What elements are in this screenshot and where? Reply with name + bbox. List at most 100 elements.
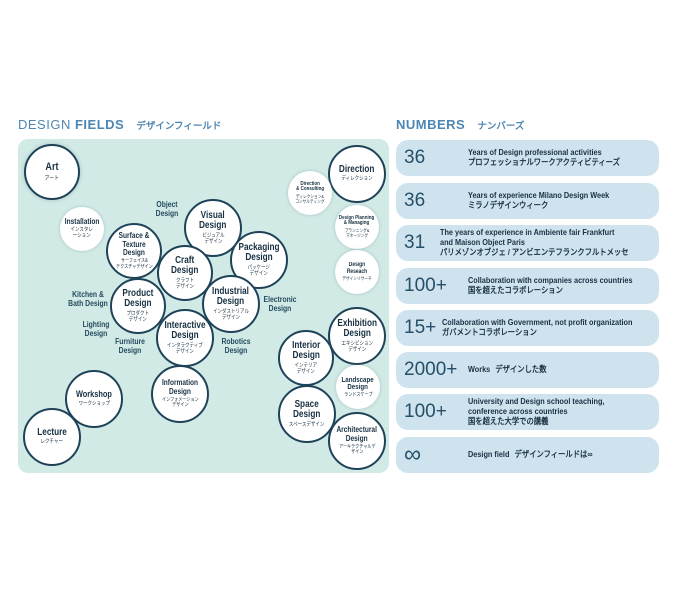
bubble-planning-en: Design Planning & Managing	[339, 214, 375, 227]
numbers-title: NUMBERS ナンバーズ	[396, 117, 524, 132]
numbers-row: 15+ Collaboration with Government, not p…	[396, 310, 659, 346]
numbers-row-value: ∞	[404, 441, 422, 468]
bubble-lecture[interactable]: Lecture レクチャー	[23, 408, 81, 466]
numbers-row: 100+ Collaboration with companies across…	[396, 268, 659, 304]
bubble-landscape-ja: ランドスケープ	[343, 392, 373, 399]
numbers-row-value: 100+	[404, 275, 447, 296]
bubble-installation[interactable]: Installation インスタレ ーション	[60, 207, 104, 251]
label-object-design: Object Design	[155, 200, 179, 218]
bubble-research-ja: デザインリサーチ	[342, 275, 372, 281]
label-furniture-design: Furniture Design	[115, 337, 145, 355]
numbers-row-en: Collaboration with Government, not profi…	[442, 317, 633, 328]
bubble-product-ja: プロダクト デザイン	[126, 310, 150, 323]
numbers-row-en: Years of Design professional activities	[468, 147, 602, 158]
numbers-row: 100+ University and Design school teachi…	[396, 394, 659, 430]
numbers-row-ja: 国を超えたコラボレーション	[467, 285, 563, 295]
numbers-row-value: 36	[404, 190, 426, 211]
numbers-title-en: NUMBERS	[396, 117, 466, 132]
bubble-installation-ja: インスタレ ーション	[70, 227, 94, 240]
bubble-architectural[interactable]: Architectural Design アーキテクチャルデ ザイン	[328, 412, 386, 470]
bubble-lecture-en: Lecture	[37, 426, 67, 438]
numbers-title-ja: ナンバーズ	[477, 121, 525, 132]
numbers-row-ja: デザインフィールドは∞	[514, 449, 593, 460]
numbers-row: ∞ Design field デザインフィールドは∞	[396, 437, 659, 473]
bubble-art[interactable]: Art アート	[24, 144, 80, 200]
numbers-row-description: University and Design school teaching, c…	[468, 396, 604, 426]
bubble-interior[interactable]: Interior Design インテリア デザイン	[278, 330, 334, 386]
bubble-visual-en: Visual Design	[199, 209, 227, 232]
design-fields-title: DESIGN FIELDS デザインフィールド	[18, 117, 221, 132]
numbers-row-value: 31	[404, 232, 426, 253]
bubble-interactive-en: Interactive Design	[164, 319, 206, 342]
numbers-row-en2: conference across countries	[468, 406, 568, 417]
design-fields-title-bold: FIELDS	[74, 117, 125, 132]
numbers-row-ja: パリメゾンオブジェ / アンビエンテフランクフルトメッセ	[439, 246, 629, 257]
bubble-workshop[interactable]: Workshop ワークショップ	[65, 370, 123, 428]
bubble-architectural-ja: アーキテクチャルデ ザイン	[338, 444, 376, 456]
numbers-row-ja: デザインした数	[495, 364, 547, 375]
bubble-design-research[interactable]: Design Reseach デザインリサーチ	[335, 250, 379, 294]
bubble-landscape[interactable]: Landscape Design ランドスケープ	[336, 365, 380, 409]
numbers-row-description: Years of Design professional activities …	[468, 147, 620, 168]
bubble-industrial-ja: インダストリアル デザイン	[212, 308, 250, 321]
bubble-direction-consulting-ja: ディレクション& コンサルティング	[295, 194, 325, 204]
bubble-visual-ja: ビジュアル デザイン	[201, 232, 225, 245]
bubble-direction-consulting[interactable]: Direction & Consulting ディレクション& コンサルティング	[288, 171, 332, 215]
bubble-information[interactable]: Information Design インフォメーション デザイン	[151, 365, 209, 423]
bubble-packaging-en: Packaging Design	[238, 241, 280, 264]
label-lighting-design: Lighting Design	[82, 320, 110, 338]
numbers-row-description: Works デザインした数	[468, 364, 547, 375]
bubble-architectural-en: Architectural Design	[336, 425, 378, 443]
bubble-interactive-ja: インタラクティブ デザイン	[167, 342, 203, 355]
bubble-landscape-en: Landscape Design	[341, 374, 375, 392]
bubble-product[interactable]: Product Design プロダクト デザイン	[110, 278, 166, 334]
bubble-art-ja: アート	[44, 175, 60, 182]
numbers-row-en: Collaboration with companies across coun…	[467, 275, 633, 286]
label-robotics-design: Robotics Design	[221, 337, 251, 355]
bubble-surface-ja: サーフェイス& テクスチャデザイン	[115, 258, 153, 270]
bubble-industrial-en: Industrial Design	[212, 285, 250, 308]
numbers-row-description: Collaboration with companies across coun…	[467, 275, 633, 296]
bubble-exhibition-en: Exhibition Design	[337, 317, 377, 340]
numbers-row-ja: ミラノデザインウィーク	[468, 200, 549, 210]
bubble-lecture-ja: レクチャー	[40, 439, 64, 446]
bubble-research-en: Design Reseach	[346, 262, 368, 275]
bubble-surface-texture[interactable]: Surface & Texture Design サーフェイス& テクスチャデザ…	[106, 223, 162, 279]
numbers-row-en: Design field	[468, 449, 510, 460]
label-electronic-design: Electronic Design	[263, 295, 297, 313]
bubble-workshop-en: Workshop	[76, 389, 112, 400]
bubble-craft-en: Craft Design	[171, 254, 199, 277]
bubble-interior-en: Interior Design	[291, 339, 321, 362]
numbers-row-ja: ガバメントコラボレーション	[442, 327, 538, 337]
numbers-row: 36 Years of Design professional activiti…	[396, 140, 659, 176]
bubble-craft-ja: クラフト デザイン	[175, 277, 195, 290]
bubble-industrial[interactable]: Industrial Design インダストリアル デザイン	[202, 275, 260, 333]
bubble-interior-ja: インテリア デザイン	[294, 362, 318, 375]
label-kitchen-bath-design: Kitchen & Bath Design	[68, 290, 108, 308]
numbers-row-en: The years of experience in Ambiente fair…	[439, 227, 615, 238]
bubble-design-planning[interactable]: Design Planning & Managing プランニング& マネージン…	[335, 205, 379, 249]
numbers-row-description: Years of experience Milano Design Week ミ…	[468, 190, 609, 211]
numbers-row-ja: 国を超えた大学での講義	[468, 415, 549, 426]
numbers-row-ja: プロフェッショナルワークアクティビティーズ	[468, 157, 620, 167]
bubble-product-en: Product Design	[122, 287, 154, 310]
bubble-packaging-ja: パッケージ デザイン	[247, 264, 271, 277]
design-fields-title-light: DESIGN	[18, 117, 71, 132]
bubble-direction[interactable]: Direction ディレクション	[328, 145, 386, 203]
design-fields-panel: Art アート Installation インスタレ ーション Surface …	[18, 139, 389, 473]
numbers-row-description: Design field デザインフィールドは∞	[468, 449, 593, 460]
bubble-exhibition-ja: エキシビション デザイン	[341, 340, 373, 353]
numbers-row: 36 Years of experience Milano Design Wee…	[396, 183, 659, 219]
numbers-row-en: Works	[468, 364, 491, 375]
bubble-space[interactable]: Space Design スペースデザイン	[278, 385, 336, 443]
bubble-information-en: Information Design	[161, 378, 199, 396]
numbers-row-en2: and Maison Object Paris	[439, 237, 525, 248]
bubble-space-en: Space Design	[293, 398, 321, 421]
bubble-direction-consulting-en: Direction & Consulting	[295, 180, 325, 193]
numbers-row-value: 36	[404, 147, 426, 168]
numbers-row-value: 100+	[404, 401, 447, 422]
bubble-planning-ja: プランニング& マネージング	[344, 228, 370, 238]
bubble-exhibition[interactable]: Exhibition Design エキシビション デザイン	[328, 307, 386, 365]
bubble-interactive[interactable]: Interactive Design インタラクティブ デザイン	[156, 309, 214, 367]
bubble-art-en: Art	[45, 161, 59, 174]
